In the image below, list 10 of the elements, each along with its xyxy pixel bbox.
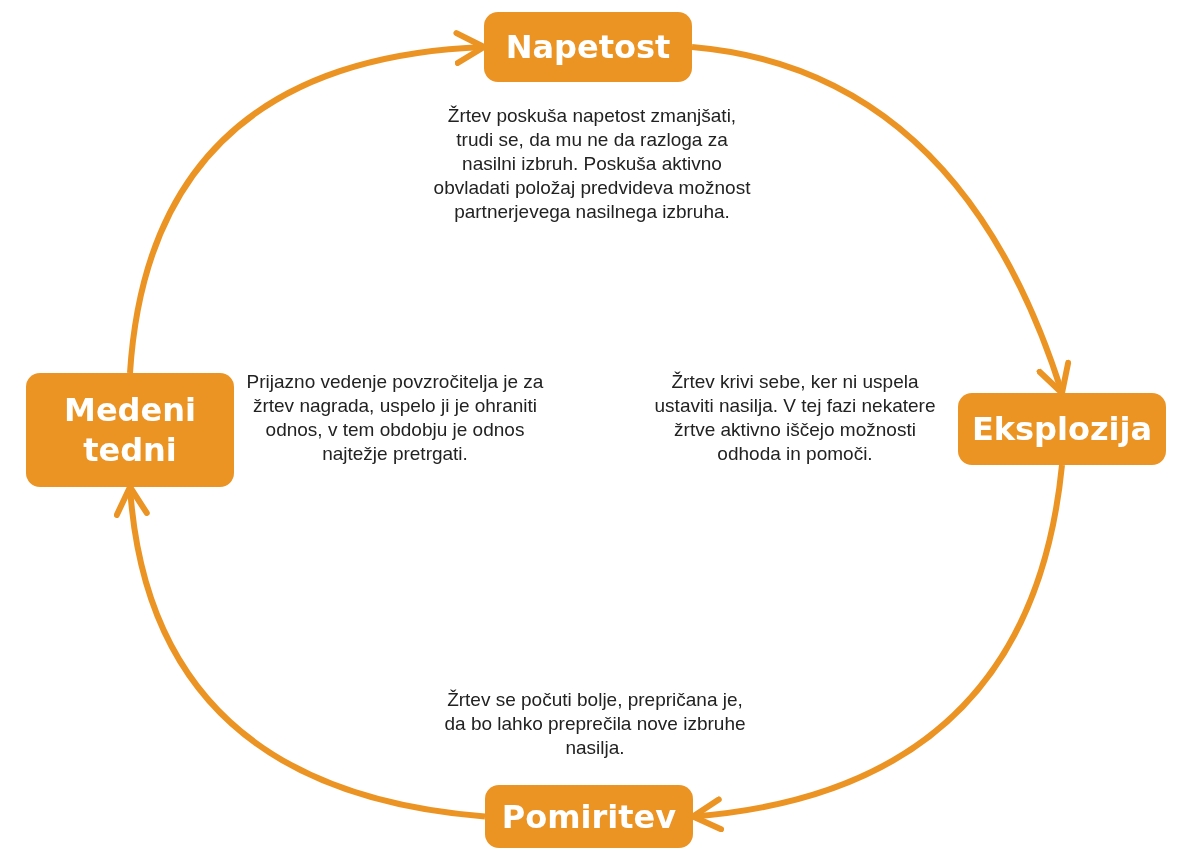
phase-box: Napetost — [484, 12, 692, 82]
phase-description: Žrtev poskuša napetost zmanjšati, trudi se, da mu ne da razloga za nasilni izbruh. Poskuša aktivno obvladati položaj predvideva možnost partnerjevega nasilnega izbruha. — [432, 104, 752, 224]
curved-arrow — [115, 484, 486, 820]
phase-box: Medeni tedni — [26, 373, 234, 487]
phase-description: Žrtev se počuti bolje, prepričana je, da bo lahko preprečila nove izbruhe nasilja. — [443, 688, 747, 760]
phase-box: Eksplozija — [958, 393, 1166, 465]
curved-arrow — [691, 44, 1071, 396]
phase-description: Prijazno vedenje povzročitelja je za žrtev nagrada, uspelo ji je ohraniti odnos, v tem obdobju je odnos najtežje pretrgati. — [245, 370, 545, 466]
phase-box: Pomiritev — [485, 785, 693, 848]
phase-description: Žrtev krivi sebe, ker ni uspela ustaviti nasilja. V tej fazi nekatere žrtve aktivno iščejo možnosti odhoda in pomoči. — [653, 370, 937, 466]
